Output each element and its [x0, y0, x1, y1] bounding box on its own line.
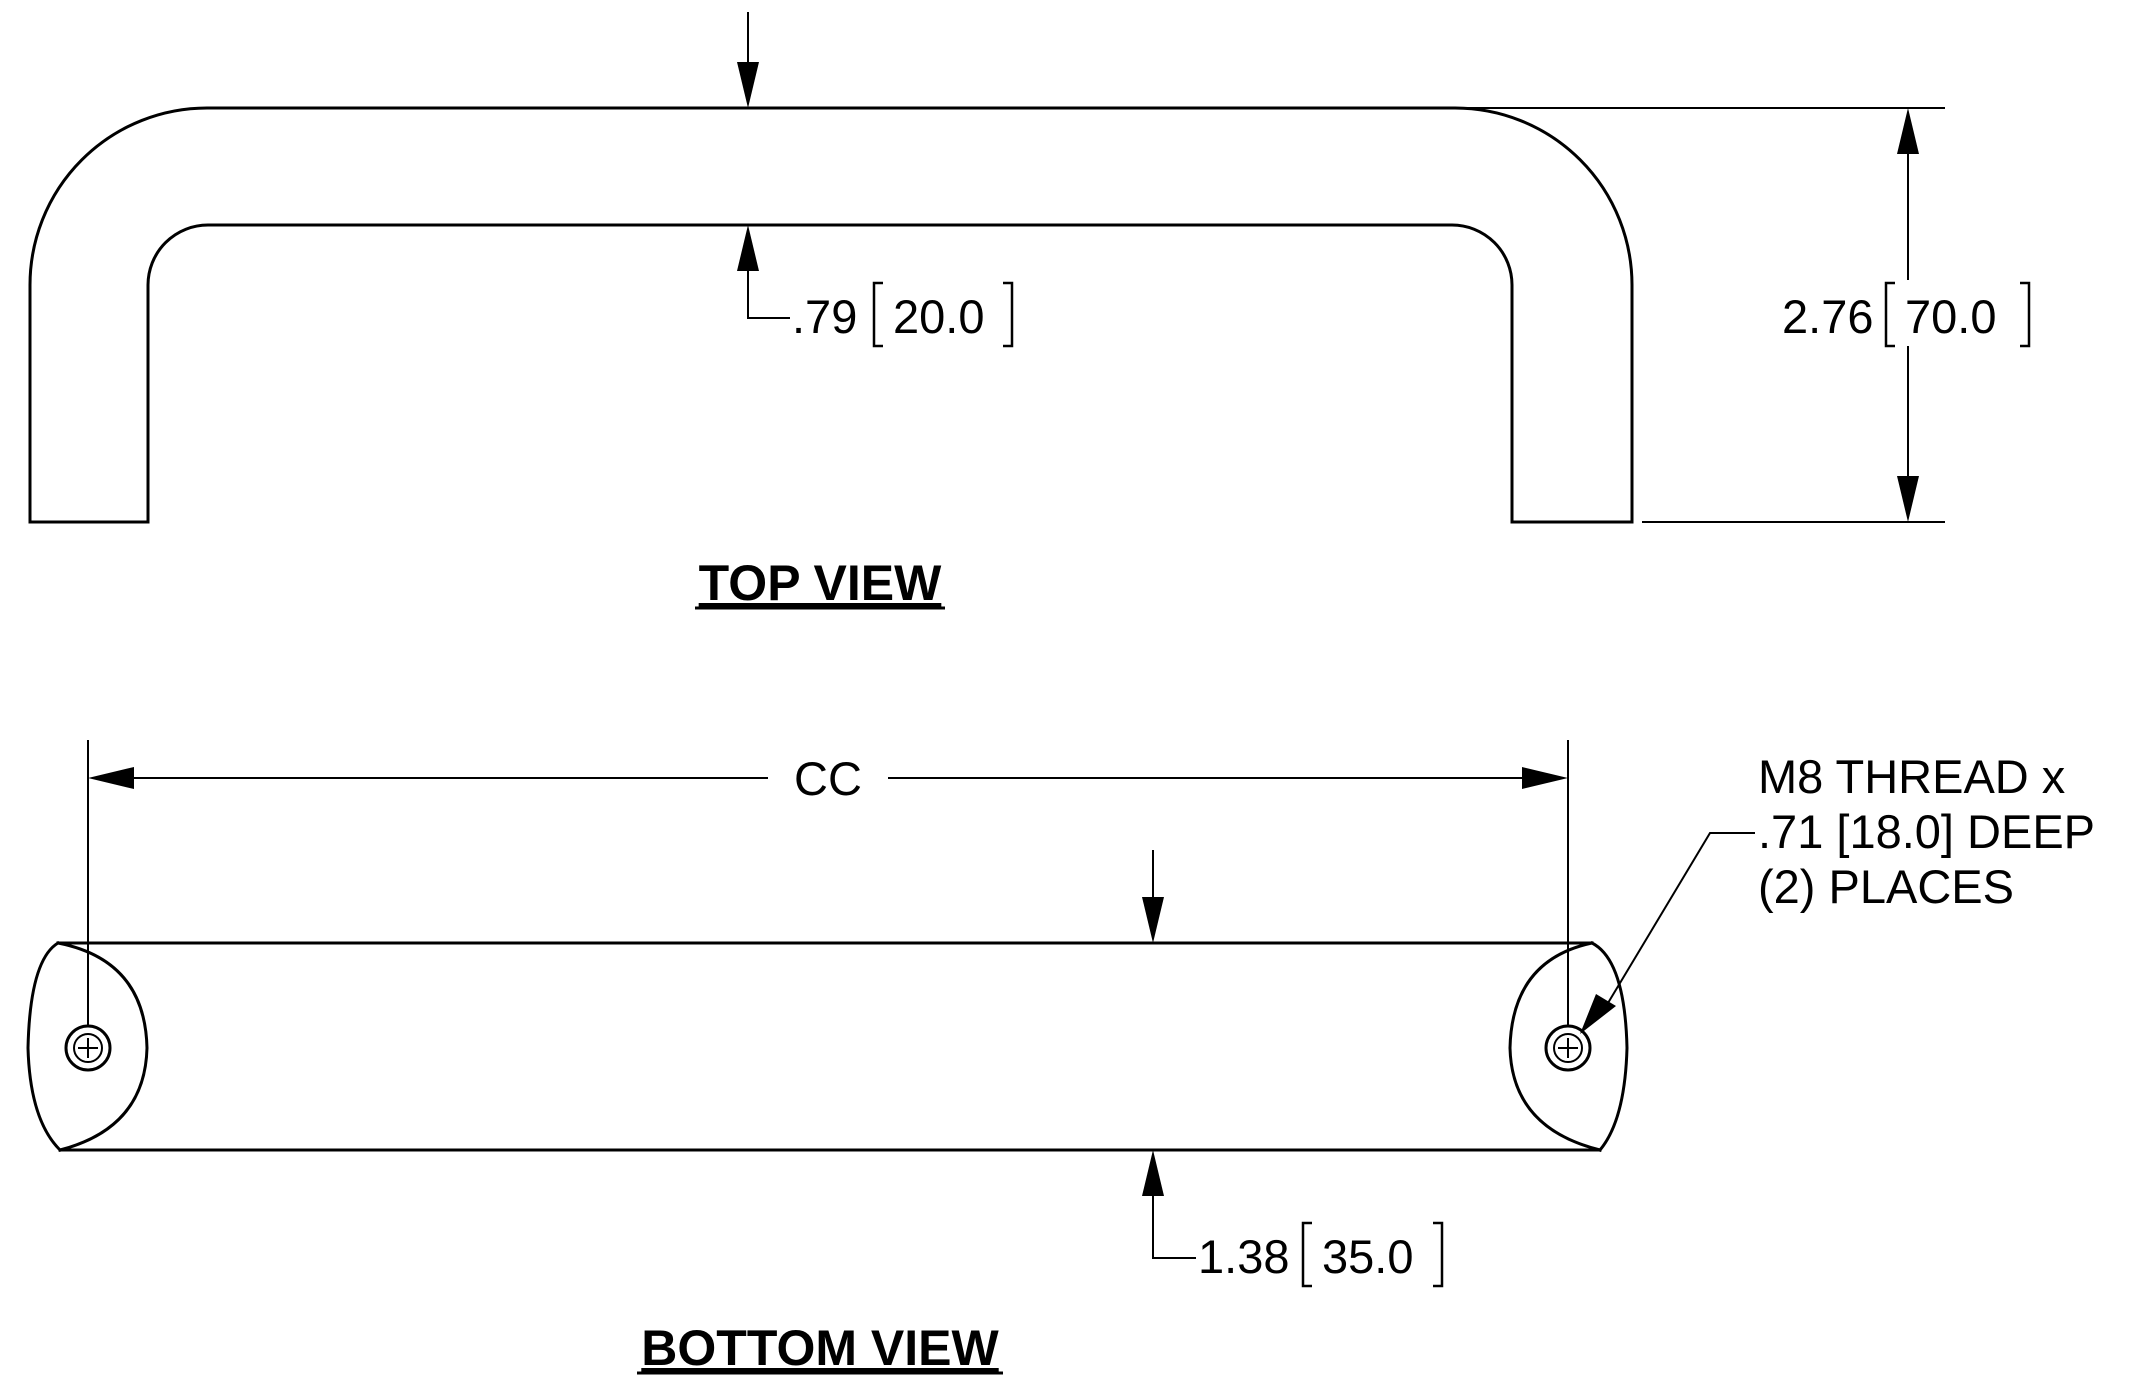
right-end-cap-outer [1589, 940, 1629, 1153]
cc-dimension: CC [87, 740, 1569, 1026]
width-mm: 35.0 [1322, 1230, 1413, 1283]
wall-thickness-dimension: .79 20.0 [737, 12, 1014, 348]
wall-thickness-bracket-right [1003, 281, 1014, 348]
right-thread-hole-icon [1544, 1024, 1592, 1072]
height-bracket-right [2020, 281, 2031, 348]
width-dimension: 1.38 35.0 [1142, 850, 1444, 1288]
top-view-title: TOP VIEW [699, 555, 942, 611]
right-end-cap-inner [1508, 941, 1602, 1152]
height-dimension: 2.76 70.0 [1455, 107, 2035, 523]
thread-note-line2: .71 [18.0] DEEP [1758, 805, 2095, 858]
width-bracket-right [1433, 1221, 1444, 1288]
bottom-view: CC 1.38 35.0 M8 THREAD x .71 [18.0] DEEP… [26, 740, 2095, 1376]
height-bracket-left [1884, 281, 1895, 348]
left-end-cap-outer [26, 940, 63, 1153]
wall-thickness-inch: .79 [792, 290, 857, 343]
wall-thickness-mm: 20.0 [893, 290, 984, 343]
width-inch: 1.38 [1198, 1230, 1289, 1283]
cc-label: CC [794, 752, 862, 805]
height-mm: 70.0 [1905, 290, 1996, 343]
thread-note-line3: (2) PLACES [1758, 860, 2014, 913]
height-inch: 2.76 [1782, 290, 1873, 343]
left-end-cap-inner [56, 941, 149, 1152]
wall-thickness-bracket-left [872, 281, 883, 348]
width-bracket-left [1301, 1221, 1312, 1288]
handle-top-profile [28, 106, 1634, 524]
thread-note-leader [1580, 832, 1755, 1034]
thread-note-line1: M8 THREAD x [1758, 750, 2065, 803]
bottom-view-title: BOTTOM VIEW [641, 1320, 999, 1376]
left-thread-hole-icon [64, 1024, 112, 1072]
top-view: .79 20.0 2.76 70.0 TOP VIEW [28, 12, 2035, 611]
thread-note: M8 THREAD x .71 [18.0] DEEP (2) PLACES [1758, 750, 2095, 913]
